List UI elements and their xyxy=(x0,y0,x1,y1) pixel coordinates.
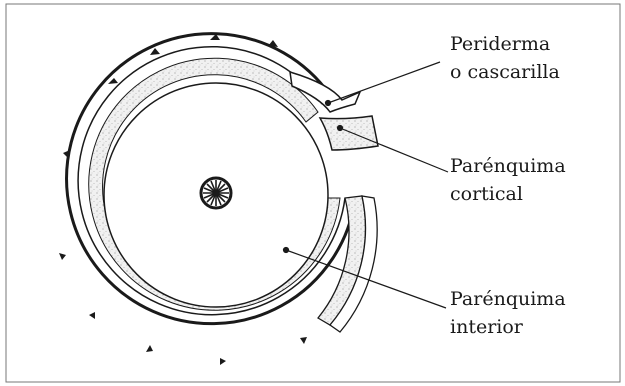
label-interior-line2: interior xyxy=(450,316,524,338)
leader-cortical xyxy=(340,128,448,172)
peeled-cortex xyxy=(320,116,378,150)
label-interior-line1: Parénquima xyxy=(450,288,566,310)
leader-periderma xyxy=(328,62,440,103)
label-cortical-line1: Parénquima xyxy=(450,155,566,177)
label-periderma-line2: o cascarilla xyxy=(450,61,560,83)
label-periderma-line1: Periderma xyxy=(450,33,550,55)
central-vascular-bundle xyxy=(201,178,231,208)
label-cortical-line2: cortical xyxy=(450,183,523,205)
